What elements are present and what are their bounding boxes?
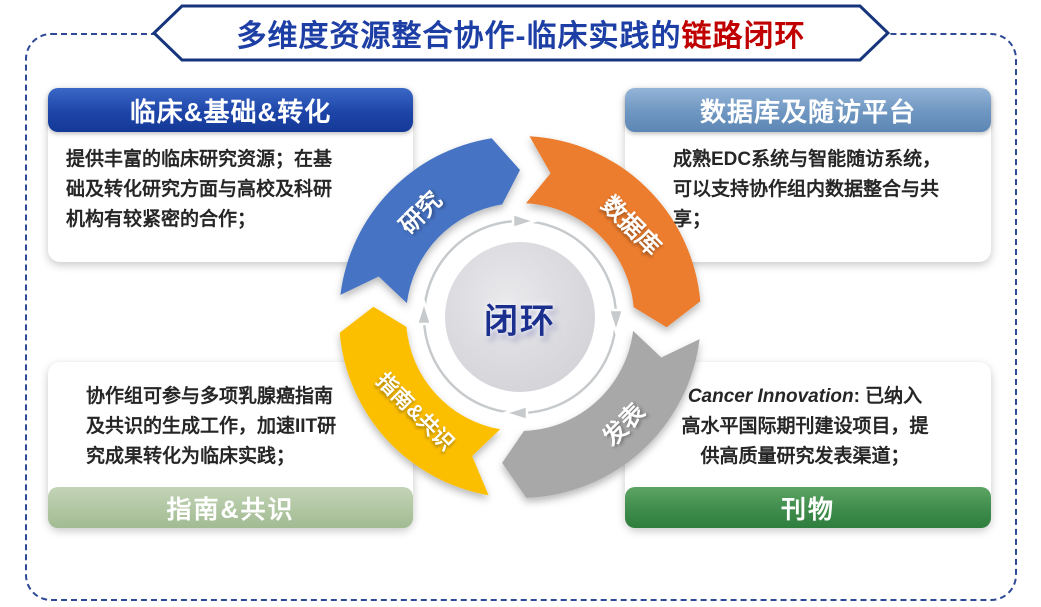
segment-publish-arc [502,330,700,498]
segment-database-arc [526,136,701,328]
card-guideline-body: 协作组可参与多项乳腺癌指南 及共识的生成工作，加速IIT研 究成果转化为临床实践… [86,386,337,468]
segment-research-arc [340,138,520,304]
card-journal-body: Cancer Innovation: 已纳入 高水平国际期刊建设项目，提 供高质… [625,362,991,472]
card-database-header: 数据库及随访平台 [625,88,991,132]
center-disc [445,242,595,392]
cycle-center-label: 闭环 [484,302,556,341]
flow-arrow-top-icon [511,212,540,230]
card-clinical-header: 临床&基础&转化 [48,88,413,132]
card-journal-body-rest: : 已纳入 高水平国际期刊建设项目，提 供高质量研究发表渠道； [681,386,929,468]
card-clinical-basic-translation: 临床&基础&转化 提供丰富的临床研究资源；在基 础及转化研究方面与高校及科研 机… [48,88,413,262]
cycle-ring [339,136,701,498]
card-journal: Cancer Innovation: 已纳入 高水平国际期刊建设项目，提 供高质… [625,362,991,528]
page-title-highlight: 链路闭环 [681,20,806,53]
page-title: 多维度资源整合协作-临床实践的链路闭环 [152,4,890,62]
banner-hexagon [152,4,890,62]
segment-guideline-arc [339,306,501,496]
card-database-followup: 数据库及随访平台 成熟EDC系统与智能随访系统， 可以支持协作组内数据整合与共 … [625,88,991,262]
card-clinical-body: 提供丰富的临床研究资源；在基 础及转化研究方面与高校及科研 机构有较紧密的合作； [66,149,333,231]
journal-name: Cancer Innovation [687,386,854,407]
card-guideline-consensus: 协作组可参与多项乳腺癌指南 及共识的生成工作，加速IIT研 究成果转化为临床实践… [48,362,413,528]
card-journal-footer: 刊物 [625,487,991,528]
title-banner: 多维度资源整合协作-临床实践的链路闭环 [152,4,890,62]
flow-arrow-bottom-icon [500,404,529,422]
card-database-body: 成熟EDC系统与智能随访系统， 可以支持协作组内数据整合与共 享； [673,149,942,231]
flow-arrow-right-icon [607,308,625,337]
card-guideline-footer: 指南&共识 [48,487,413,528]
page-title-main: 多维度资源整合协作-临床实践的 [236,20,682,53]
flow-arrow-left-icon [415,297,433,326]
